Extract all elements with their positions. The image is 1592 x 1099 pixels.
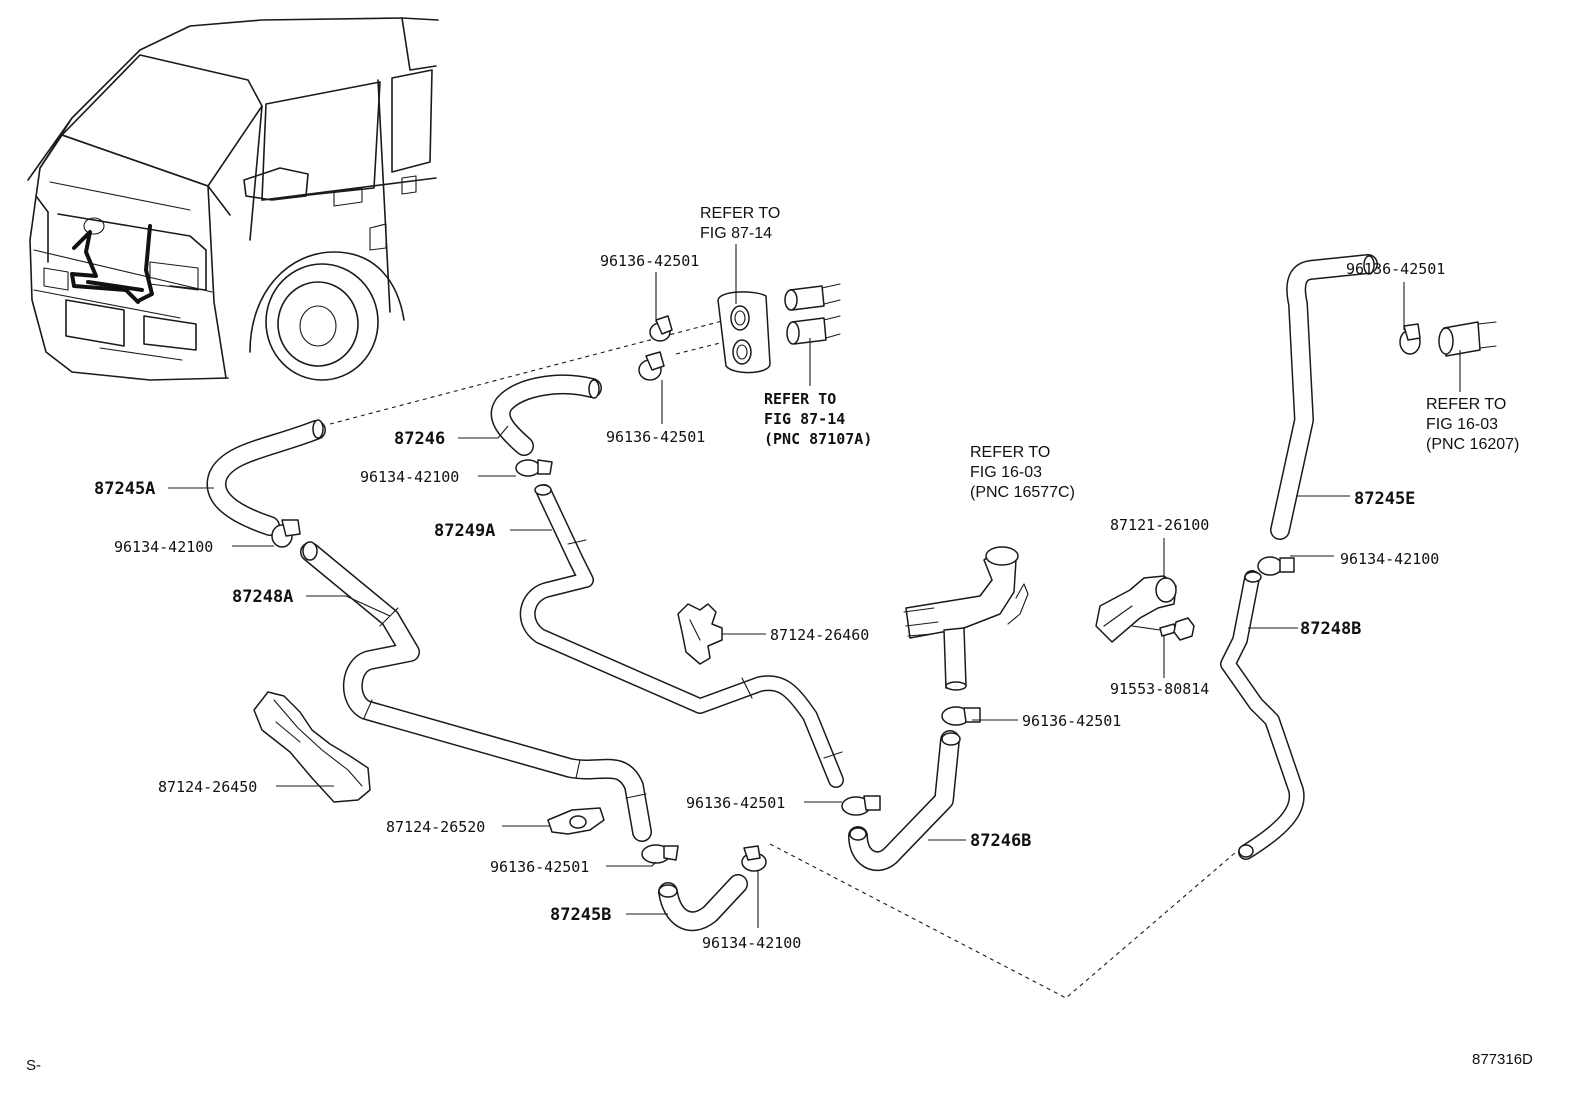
dashed-guide-line-upper-2 [675,341,725,355]
refer-note-line: FIG 87-14 [700,225,772,242]
refer-note-fig-87-14-pnc-87107A: REFER TO FIG 87-14 (PNC 87107A) [764,390,872,448]
label-87245A: 87245A [94,479,155,499]
footer-left-code: S- [26,1057,41,1074]
clamp-87124-26450 [253,691,371,803]
pipe-fig-16-03-pnc-16207 [1438,321,1497,357]
hose-87246 [490,374,602,456]
heater-pipes-fig-87-14 [784,283,841,345]
label-87124-26520: 87124-26520 [386,818,485,836]
bolt-91553-80814 [1159,617,1195,641]
label-87124-26460: 87124-26460 [770,626,869,644]
label-96134-42100-d: 96134-42100 [1340,550,1439,568]
label-87249A: 87249A [434,521,495,541]
label-96136-42501-c: 96136-42501 [1022,712,1121,730]
refer-note-line: REFER TO [970,444,1050,461]
leader-lines [168,244,1461,928]
refer-note-fig-16-03-pnc-16577C: REFER TO FIG 16-03 (PNC 16577C) [970,444,1075,501]
hose-87246B [848,730,961,872]
diagram-id: 877316D [1472,1051,1533,1068]
hose-clamp-96136-lower [638,351,665,381]
refer-note-line: FIG 16-03 [970,464,1042,481]
label-87124-26450: 87124-26450 [158,778,257,796]
label-96136-42501-top: 96136-42501 [600,252,699,270]
label-91553-80814: 91553-80814 [1110,680,1209,698]
refer-note-line: REFER TO [1426,396,1506,413]
label-96134-42100-c: 96134-42100 [360,468,459,486]
label-87248B: 87248B [1300,619,1361,639]
hose-clamp-96136-upper [649,315,673,342]
refer-note-line: FIG 87-14 [764,410,845,428]
hose-87248B [1220,570,1305,860]
label-87245B: 87245B [550,905,611,925]
refer-note-line: REFER TO [764,390,836,408]
clamp-87124-26520 [547,807,605,835]
hose-clamp-96134-d [1257,556,1295,576]
hose-clamp-96136-c [941,706,981,726]
dashed-guide-line-lower [769,843,1237,999]
label-87246B: 87246B [970,831,1031,851]
hose-clamp-96136-b [841,795,881,816]
hose-87245E [1270,254,1378,540]
hose-clamp-96134-b [741,845,767,872]
label-96134-42100-b: 96134-42100 [702,934,801,952]
label-96136-42501-mid: 96136-42501 [606,428,705,446]
label-96136-42501-b: 96136-42501 [686,794,785,812]
refer-note-line: FIG 16-03 [1426,416,1498,433]
hose-clamp-96134-a [271,519,301,548]
refer-note-line: (PNC 87107A) [764,430,872,448]
refer-note-fig-16-03-pnc-16207: REFER TO FIG 16-03 (PNC 16207) [1426,396,1519,453]
water-outlet-fig-16-03 [903,546,1029,691]
label-87245E: 87245E [1354,489,1415,509]
grommet-fig-87-14 [717,291,771,374]
bracket-87121-26100 [1095,575,1177,643]
label-96136-42501-right: 96136-42501 [1346,260,1445,278]
clamp-87124-26460 [677,603,723,665]
refer-note-line: REFER TO [700,205,780,222]
refer-note-fig-87-14-top: REFER TO FIG 87-14 [700,205,780,242]
refer-note-line: (PNC 16577C) [970,484,1075,501]
hose-87245B [658,874,748,932]
label-87248A: 87248A [232,587,293,607]
vehicle-illustration [27,17,439,381]
label-87121-26100: 87121-26100 [1110,516,1209,534]
hose-87249A [519,484,844,788]
hose-87245A [206,419,326,536]
label-87246: 87246 [394,429,445,449]
hose-clamp-96136-right [1399,323,1421,355]
hose-87248A [300,541,652,842]
hose-clamp-96134-c [515,459,553,477]
hose-clamp-96136-a [641,844,679,864]
label-96136-42501-a: 96136-42501 [490,858,589,876]
label-96134-42100-a: 96134-42100 [114,538,213,556]
refer-note-line: (PNC 16207) [1426,436,1519,453]
